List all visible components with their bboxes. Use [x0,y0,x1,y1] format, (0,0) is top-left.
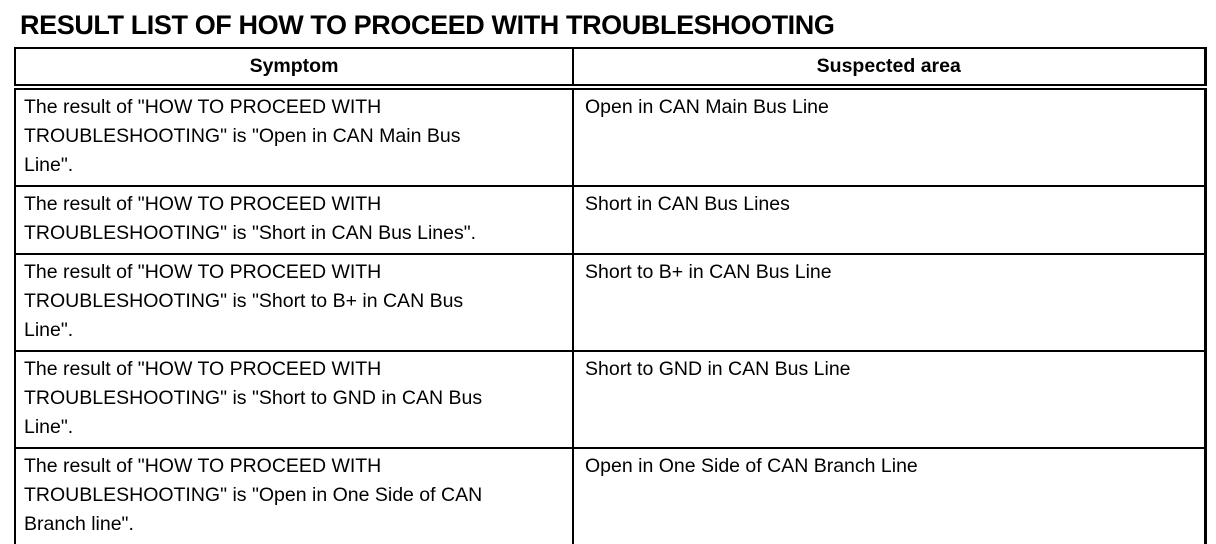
symptom-cell: The result of "HOW TO PROCEED WITH TROUB… [14,447,574,544]
table-row: The result of "HOW TO PROCEED WITH TROUB… [14,185,1206,255]
symptom-cell: The result of "HOW TO PROCEED WITH TROUB… [14,350,574,449]
column-header-symptom: Symptom [14,47,574,90]
table-row: The result of "HOW TO PROCEED WITH TROUB… [14,350,1206,449]
column-header-suspected-area: Suspected area [572,47,1206,90]
symptom-cell: The result of "HOW TO PROCEED WITH TROUB… [14,86,574,187]
table-row: The result of "HOW TO PROCEED WITH TROUB… [14,253,1206,352]
suspected-area-cell: Short in CAN Bus Lines [572,185,1206,255]
table-row: The result of "HOW TO PROCEED WITH TROUB… [14,86,1206,187]
page-title: RESULT LIST OF HOW TO PROCEED WITH TROUB… [20,10,835,40]
troubleshooting-result-table: Symptom Suspected area The result of "HO… [14,47,1207,544]
symptom-cell: The result of "HOW TO PROCEED WITH TROUB… [14,185,574,255]
suspected-area-cell: Open in One Side of CAN Branch Line [572,447,1206,544]
suspected-area-cell: Short to B+ in CAN Bus Line [572,253,1206,352]
table-row: The result of "HOW TO PROCEED WITH TROUB… [14,447,1206,544]
symptom-cell: The result of "HOW TO PROCEED WITH TROUB… [14,253,574,352]
suspected-area-cell: Short to GND in CAN Bus Line [572,350,1206,449]
table-header-row: Symptom Suspected area [14,47,1206,90]
suspected-area-cell: Open in CAN Main Bus Line [572,86,1206,187]
document-page: RESULT LIST OF HOW TO PROCEED WITH TROUB… [0,9,1216,544]
